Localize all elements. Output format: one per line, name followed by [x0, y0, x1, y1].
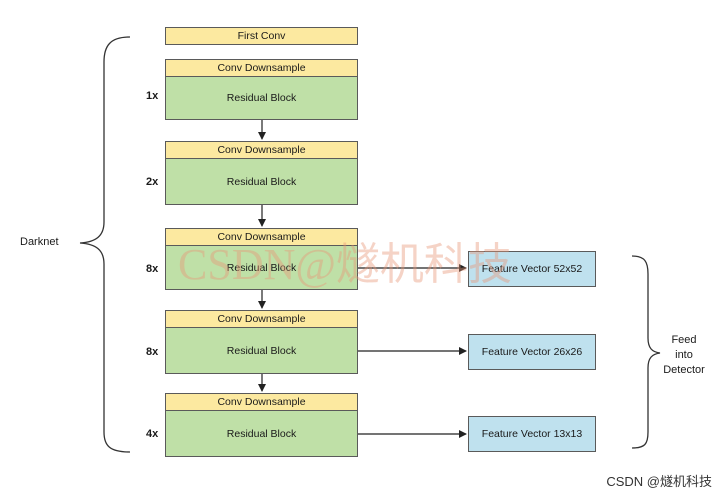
stage-multiplier-1: 1x	[146, 90, 159, 102]
stage-multiplier-5: 4x	[146, 428, 159, 440]
residual-block-label: Residual Block	[226, 344, 297, 357]
residual-block-4: Residual Block	[165, 327, 358, 374]
credit-text: CSDN @燧机科技	[606, 474, 712, 489]
first-conv-block: First Conv	[165, 27, 358, 45]
feature-vector-13: Feature Vector 13x13	[468, 416, 596, 452]
conv-downsample-block-4: Conv Downsample	[165, 310, 358, 328]
feature-vector-52: Feature Vector 52x52	[468, 251, 596, 287]
darknet-brace	[79, 36, 131, 453]
feed-label-line-2: into	[675, 349, 693, 361]
feed-into-detector-label: Feed into Detector	[654, 333, 714, 378]
stage-multiplier-3: 8x	[146, 263, 159, 275]
residual-block-1: Residual Block	[165, 76, 358, 120]
first-conv-label: First Conv	[237, 30, 286, 42]
residual-block-label: Residual Block	[226, 427, 297, 440]
residual-block-5: Residual Block	[165, 410, 358, 457]
conv-downsample-block-3: Conv Downsample	[165, 228, 358, 246]
conv-downsample-block-5: Conv Downsample	[165, 393, 358, 411]
darknet-label: Darknet	[20, 236, 59, 248]
residual-block-2: Residual Block	[165, 158, 358, 205]
watermark: CSDN@燧机科技	[178, 240, 512, 289]
stage-multiplier-2: 2x	[146, 176, 159, 188]
conv-downsample-label: Conv Downsample	[217, 313, 306, 325]
feed-label-line-3: Detector	[663, 364, 705, 376]
feed-brace	[631, 255, 661, 449]
conv-downsample-label: Conv Downsample	[217, 231, 306, 243]
conv-downsample-label: Conv Downsample	[217, 144, 306, 156]
stage-multiplier-4: 8x	[146, 346, 159, 358]
residual-block-label: Residual Block	[226, 261, 297, 274]
feature-vector-label: Feature Vector 13x13	[481, 428, 583, 440]
feature-vector-label: Feature Vector 26x26	[481, 346, 583, 358]
residual-block-3: Residual Block	[165, 245, 358, 290]
residual-block-label: Residual Block	[226, 175, 297, 188]
conv-downsample-label: Conv Downsample	[217, 62, 306, 74]
feature-vector-label: Feature Vector 52x52	[481, 263, 583, 275]
conv-downsample-block-1: Conv Downsample	[165, 59, 358, 77]
feed-label-line-1: Feed	[671, 334, 697, 346]
residual-block-label: Residual Block	[226, 92, 297, 104]
conv-downsample-label: Conv Downsample	[217, 396, 306, 408]
conv-downsample-block-2: Conv Downsample	[165, 141, 358, 159]
feature-vector-26: Feature Vector 26x26	[468, 334, 596, 370]
